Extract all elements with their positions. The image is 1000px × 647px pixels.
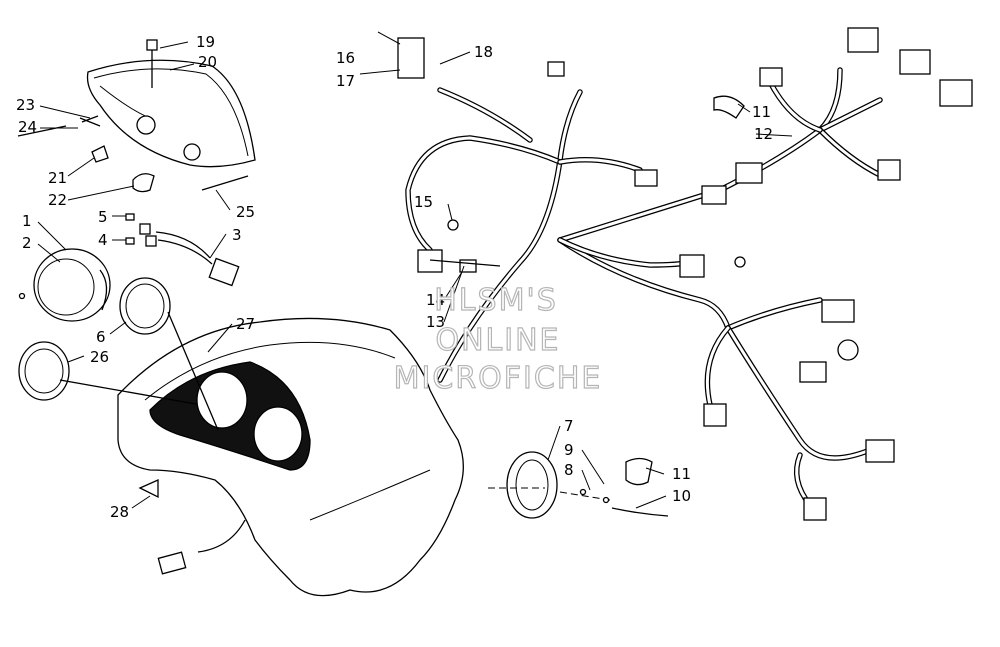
callout-13: 13 — [426, 313, 445, 331]
callout-11-lower: 11 — [672, 465, 691, 483]
callout-9: 9 — [564, 441, 574, 459]
headlight-assembly — [17, 39, 256, 193]
callout-27: 27 — [236, 315, 255, 333]
instrument-panel-hood — [59, 311, 464, 597]
callout-3: 3 — [232, 226, 242, 244]
callout-23: 23 — [16, 96, 35, 114]
callout-18: 18 — [474, 43, 493, 61]
callout-numbers: 19 20 23 24 21 22 25 5 4 3 1 2 6 26 27 2… — [16, 33, 773, 521]
callout-20: 20 — [198, 53, 217, 71]
callout-1: 1 — [22, 212, 32, 230]
callout-7: 7 — [564, 417, 574, 435]
callout-6: 6 — [96, 328, 106, 346]
callout-8: 8 — [564, 461, 574, 479]
watermark-line-2: ONLINE — [435, 323, 560, 358]
watermark-line-1: HLSM'S — [434, 283, 558, 318]
callout-28: 28 — [110, 503, 129, 521]
callout-2: 2 — [22, 234, 32, 252]
tachometer-ring — [488, 451, 669, 519]
callout-26: 26 — [90, 348, 109, 366]
speedometer-gauge — [18, 248, 171, 401]
callout-12: 12 — [754, 125, 773, 143]
callout-4: 4 — [98, 231, 108, 249]
callout-14: 14 — [426, 291, 445, 309]
callout-10: 10 — [672, 487, 691, 505]
callout-11-upper: 11 — [752, 103, 771, 121]
wiring-harness — [397, 27, 973, 521]
watermark: HLSM'S ONLINE MICROFICHE — [393, 282, 603, 396]
callout-19: 19 — [196, 33, 215, 51]
callout-22: 22 — [48, 191, 67, 209]
watermark-line-3: MICROFICHE — [394, 361, 603, 396]
callout-24: 24 — [18, 118, 37, 136]
callout-21: 21 — [48, 169, 67, 187]
callout-16: 16 — [336, 49, 355, 67]
gauge-wire-connectors — [125, 213, 240, 287]
callout-17: 17 — [336, 72, 355, 90]
leader-lines — [37, 31, 793, 509]
callout-15: 15 — [414, 193, 433, 211]
callout-25: 25 — [236, 203, 255, 221]
callout-5: 5 — [98, 208, 108, 226]
